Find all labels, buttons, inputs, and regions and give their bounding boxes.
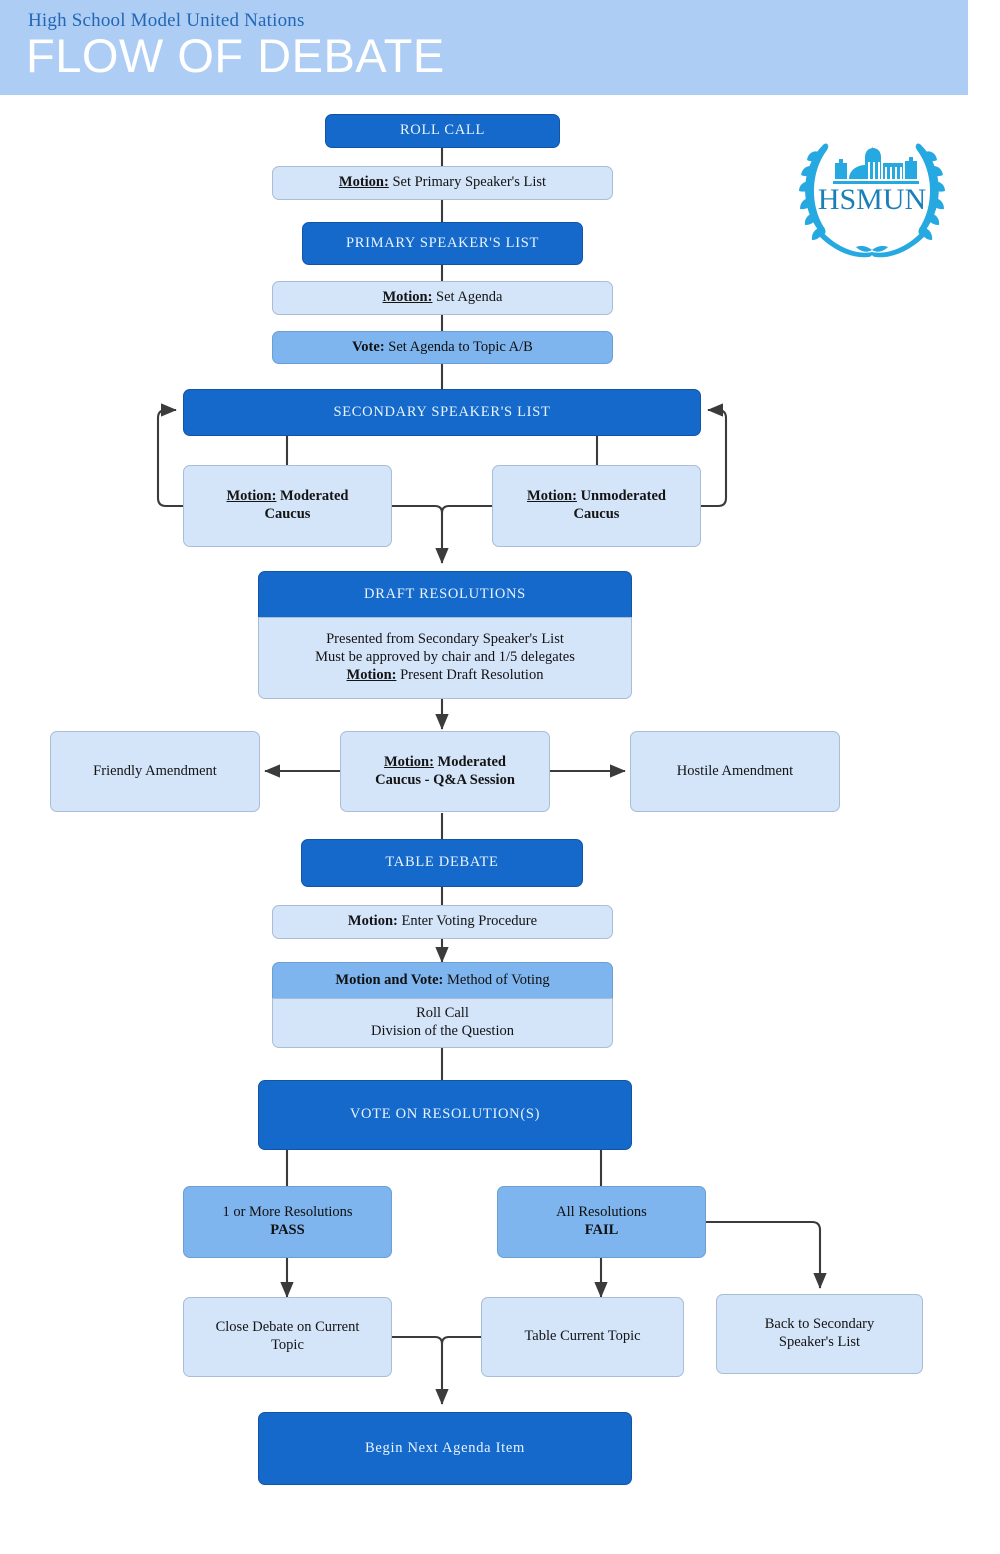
edge-loop-right: [701, 403, 728, 508]
node-motion-enter-voting-procedure-label: Motion: Enter Voting Procedure: [347, 913, 538, 930]
page-title: FLOW OF DEBATE: [26, 29, 445, 82]
node-hostile-amendment[interactable]: Hostile Amendment: [630, 731, 840, 812]
node-draft-resolutions-header[interactable]: DRAFT RESOLUTIONS: [258, 571, 632, 617]
node-begin-next-agenda-item-label: Begin Next Agenda Item: [365, 1439, 525, 1456]
node-hostile-amendment-label: Hostile Amendment: [676, 762, 794, 779]
node-draft-resolutions-body[interactable]: Presented from Secondary Speaker's List …: [258, 617, 632, 699]
node-motion-set-primary-speakers-list[interactable]: Motion: Set Primary Speaker's List: [272, 166, 613, 200]
node-draft-resolutions-header-label: DRAFT RESOLUTIONS: [364, 585, 526, 602]
node-motion-and-vote-method-label: Motion and Vote: Method of Voting: [335, 971, 550, 988]
node-secondary-speakers-list[interactable]: SECONDARY SPEAKER'S LIST: [183, 389, 701, 436]
node-friendly-amendment[interactable]: Friendly Amendment: [50, 731, 260, 812]
node-motion-set-agenda[interactable]: Motion: Set Agenda: [272, 281, 613, 315]
node-primary-speakers-list-label: PRIMARY SPEAKER'S LIST: [345, 234, 540, 251]
node-vote-on-resolutions[interactable]: VOTE ON RESOLUTION(S): [258, 1080, 632, 1150]
edge-loop-left: [156, 403, 183, 508]
node-vote-set-agenda-label: Vote: Set Agenda to Topic A/B: [352, 338, 533, 355]
node-table-current-topic-label: Table Current Topic: [524, 1328, 641, 1345]
node-motion-and-vote-method[interactable]: Motion and Vote: Method of Voting: [272, 962, 613, 998]
edge-table-begin: [440, 1335, 481, 1345]
node-secondary-speakers-list-label: SECONDARY SPEAKER'S LIST: [333, 403, 551, 420]
node-vote-set-agenda[interactable]: Vote: Set Agenda to Topic A/B: [272, 331, 613, 364]
node-roll-call-label: ROLL CALL: [399, 122, 486, 139]
node-table-debate[interactable]: TABLE DEBATE: [301, 839, 583, 887]
node-roll-call[interactable]: ROLL CALL: [325, 114, 560, 148]
header-subtitle: High School Model United Nations: [28, 10, 305, 31]
node-table-current-topic[interactable]: Table Current Topic: [481, 1297, 684, 1377]
hsmun-logo-svg: HSMUN: [799, 143, 945, 258]
node-draft-resolutions-body-text: Presented from Secondary Speaker's List …: [315, 631, 575, 683]
node-friendly-amendment-label: Friendly Amendment: [93, 762, 217, 779]
node-motion-set-agenda-label: Motion: Set Agenda: [382, 289, 503, 306]
node-table-debate-label: TABLE DEBATE: [385, 854, 499, 871]
node-vote-on-resolutions-label: VOTE ON RESOLUTION(S): [349, 1106, 541, 1123]
node-primary-speakers-list[interactable]: PRIMARY SPEAKER'S LIST: [302, 222, 583, 265]
edge-fail-backsecondary: [706, 1220, 827, 1289]
hsmun-logo: HSMUN: [789, 119, 955, 269]
node-begin-next-agenda-item[interactable]: Begin Next Agenda Item: [258, 1412, 632, 1485]
node-motion-enter-voting-procedure[interactable]: Motion: Enter Voting Procedure: [272, 905, 613, 939]
page-header: High School Model United Nations FLOW OF…: [0, 0, 968, 95]
node-motion-set-primary-speakers-list-label: Motion: Set Primary Speaker's List: [338, 174, 547, 191]
edge-close-begin: [392, 1335, 449, 1405]
edge-moderated-draft: [392, 504, 449, 564]
hsmun-logo-text: HSMUN: [818, 183, 926, 216]
